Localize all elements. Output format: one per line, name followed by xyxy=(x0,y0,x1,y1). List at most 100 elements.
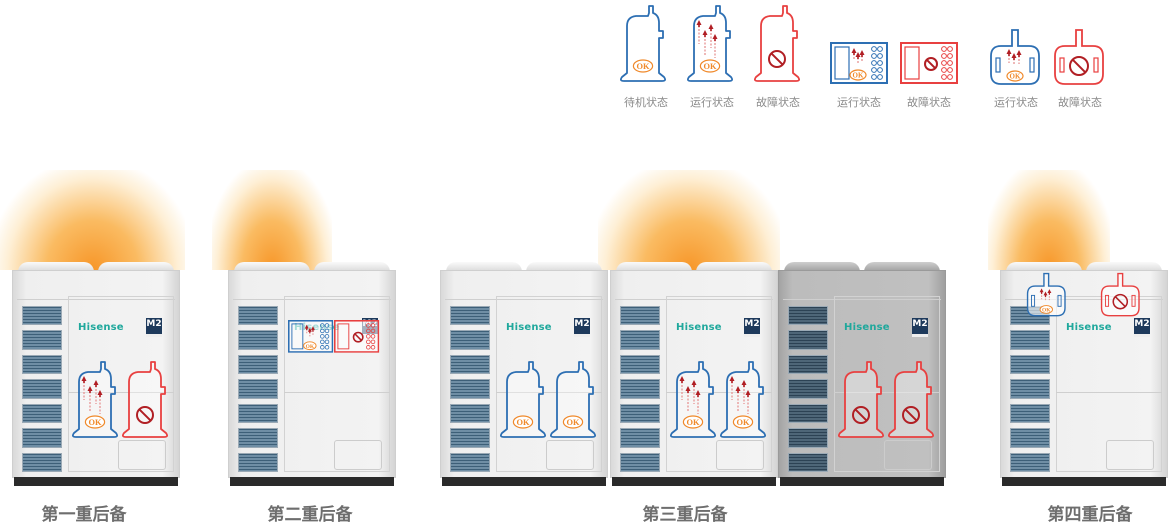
compressor-standby-icon: OK xyxy=(498,360,548,446)
fan-cap xyxy=(446,262,522,272)
grille-slat xyxy=(620,452,660,472)
grille-slat xyxy=(620,403,660,424)
grille-slat xyxy=(22,306,62,326)
heat-discharge xyxy=(598,170,780,270)
grille-slat xyxy=(1010,354,1050,375)
coil-grille xyxy=(788,306,828,472)
board-running-icon: OK xyxy=(288,320,334,356)
fan-cap xyxy=(1006,262,1082,272)
grille-slat xyxy=(620,428,660,448)
legend-label: 故障状态 xyxy=(1058,96,1102,109)
unit-base xyxy=(14,477,178,486)
unit-base xyxy=(612,477,776,486)
caption-backup-2: 第二重后备 xyxy=(267,505,353,525)
grille-slat xyxy=(1010,452,1050,472)
brand-logo: Hisense xyxy=(844,322,890,333)
svg-text:OK: OK xyxy=(1042,307,1051,313)
front-panel xyxy=(68,296,174,472)
model-badge: M2 xyxy=(912,318,928,337)
grille-slat xyxy=(450,354,490,375)
coil-grille xyxy=(238,306,278,472)
grille-slat xyxy=(450,403,490,424)
service-box xyxy=(118,440,166,470)
compressor-fault-icon xyxy=(120,360,170,446)
fan-motor-fault-icon xyxy=(1100,272,1141,320)
grille-slat xyxy=(450,428,490,448)
fan-cap xyxy=(234,262,310,272)
grille-slat xyxy=(788,452,828,472)
legend-label: 运行状态 xyxy=(690,96,734,109)
legend-label: 运行状态 xyxy=(837,96,881,109)
grille-slat xyxy=(238,452,278,472)
compressor-fault-icon xyxy=(886,360,936,446)
legend-label: 故障状态 xyxy=(907,96,951,109)
grille-slat xyxy=(1010,330,1050,350)
grille-slat xyxy=(450,330,490,350)
svg-text:OK: OK xyxy=(736,418,750,427)
board-fault-icon xyxy=(334,320,380,356)
grille-slat xyxy=(238,428,278,448)
grille-slat xyxy=(450,379,490,399)
unit-base xyxy=(442,477,606,486)
model-badge: M2 xyxy=(146,318,162,337)
unit-base xyxy=(780,477,944,486)
svg-text:OK: OK xyxy=(306,344,315,350)
front-panel xyxy=(834,296,940,472)
control-board-fault-icon xyxy=(900,42,958,88)
grille-slat xyxy=(620,330,660,350)
fan-cap xyxy=(314,262,390,272)
legend-label: 运行状态 xyxy=(994,96,1038,109)
control-board-running-icon: OK xyxy=(830,42,888,88)
compressor-fault-icon xyxy=(752,4,802,90)
compressor-running-icon: OK xyxy=(685,4,735,90)
heat-discharge xyxy=(988,170,1110,270)
caption-backup-1: 第一重后备 xyxy=(41,505,127,525)
grille-slat xyxy=(238,354,278,375)
service-box xyxy=(334,440,382,470)
grille-slat xyxy=(1010,403,1050,424)
compressor-running-icon: OK xyxy=(668,360,718,446)
grille-slat xyxy=(1010,379,1050,399)
grille-slat xyxy=(22,330,62,350)
svg-text:OK: OK xyxy=(566,418,580,427)
grille-slat xyxy=(22,403,62,424)
fan-cap xyxy=(98,262,174,272)
compressor-standby-icon: OK xyxy=(548,360,598,446)
svg-text:OK: OK xyxy=(703,62,717,71)
svg-text:OK: OK xyxy=(853,72,864,80)
fan-cap xyxy=(784,262,860,272)
caption-backup-4: 第四重后备 xyxy=(1047,505,1133,525)
brand-logo: Hisense xyxy=(1066,322,1112,333)
heat-discharge xyxy=(212,170,332,270)
model-badge: M2 xyxy=(1134,318,1150,337)
outdoor-unit: Hisense M2 OK OK xyxy=(610,262,778,486)
grille-slat xyxy=(22,379,62,399)
fan-cap xyxy=(1086,262,1162,272)
front-panel xyxy=(496,296,602,472)
svg-text:OK: OK xyxy=(88,418,102,427)
coil-grille xyxy=(22,306,62,472)
unit-base xyxy=(230,477,394,486)
unit-base xyxy=(1002,477,1166,486)
model-badge: M2 xyxy=(744,318,760,337)
compressor-running-icon: OK xyxy=(70,360,120,446)
grille-slat xyxy=(620,354,660,375)
brand-logo: Hisense xyxy=(676,322,722,333)
grille-slat xyxy=(22,428,62,448)
brand-logo: Hisense xyxy=(506,322,552,333)
service-box xyxy=(716,440,764,470)
compressor-standby-icon: OK xyxy=(618,4,668,90)
grille-slat xyxy=(450,306,490,326)
grille-slat xyxy=(238,306,278,326)
svg-text:OK: OK xyxy=(636,62,650,71)
fan-motor-running-icon: OK xyxy=(989,28,1041,90)
legend-label: 故障状态 xyxy=(756,96,800,109)
outdoor-unit: Hisense M2 OK xyxy=(12,262,180,486)
legend-label: 待机状态 xyxy=(624,96,668,109)
grille-slat xyxy=(788,379,828,399)
grille-slat xyxy=(238,379,278,399)
fan-cap xyxy=(18,262,94,272)
outdoor-unit: Hisense M2 OK xyxy=(228,262,396,486)
grille-slat xyxy=(620,379,660,399)
coil-grille xyxy=(620,306,660,472)
